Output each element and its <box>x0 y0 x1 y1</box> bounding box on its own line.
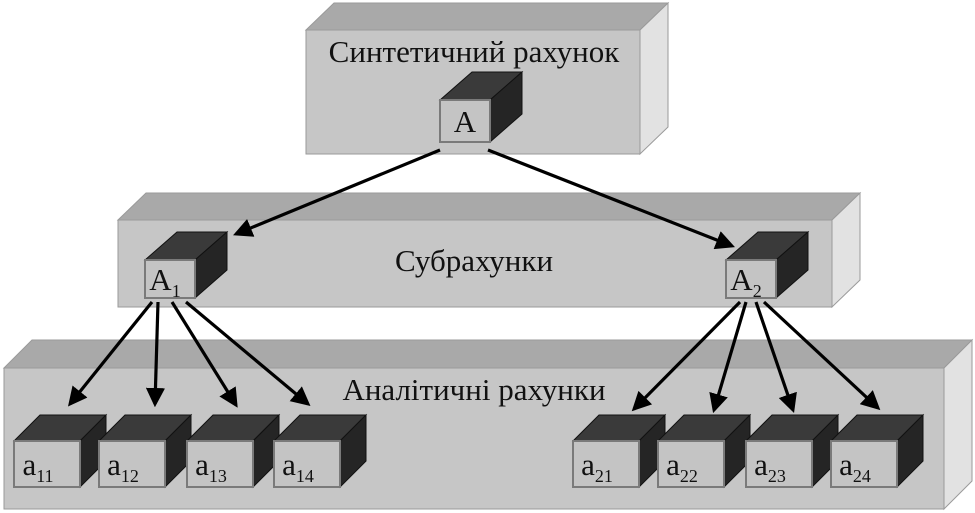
cube-front <box>439 99 491 143</box>
cube-label-subscript: 14 <box>296 466 314 486</box>
cube-label-main: a <box>754 447 768 482</box>
cube-label: a13 <box>195 447 227 486</box>
arrow-A-to-A2 <box>487 148 735 250</box>
cube-label-subscript: 11 <box>36 466 53 486</box>
cube-front <box>98 440 166 488</box>
cube-label-main: A <box>149 262 172 297</box>
cube-label-main: a <box>839 447 853 482</box>
subaccounts-label: Субрахунки <box>395 243 553 278</box>
account-cube-A: A <box>438 70 524 144</box>
cube-label: a14 <box>282 447 314 486</box>
cube-label-subscript: 12 <box>121 466 139 486</box>
cube-label-main: a <box>107 447 121 482</box>
cube-label: a24 <box>839 447 871 486</box>
arrow-A2-to-a22 <box>709 301 748 414</box>
cube-label: A1 <box>149 262 180 301</box>
cube-label: a11 <box>22 447 53 486</box>
arrow-A1-to-a14 <box>184 300 311 407</box>
arrow-A-to-A1 <box>233 148 441 237</box>
cube-label: a23 <box>754 447 786 486</box>
cube-front <box>725 259 777 299</box>
cube-label: a22 <box>666 447 698 486</box>
synthetic-account-label: Синтетичний рахунок <box>329 34 621 69</box>
arrows <box>67 148 881 414</box>
account-cube-A2: A2 <box>724 230 810 301</box>
cube-label: a12 <box>107 447 139 486</box>
cube-label-main: a <box>581 447 595 482</box>
arrow-A1-to-a11 <box>67 300 154 407</box>
account-cube-a12: a12 <box>97 413 193 489</box>
arrow-A2-to-a21 <box>631 300 742 412</box>
cube-label-main: A <box>454 104 477 139</box>
account-cube-a24: a24 <box>829 413 925 489</box>
arrow-A1-to-a12 <box>145 301 166 408</box>
cube-front <box>144 259 196 299</box>
cube-front <box>186 440 254 488</box>
cube-label-subscript: 21 <box>595 466 613 486</box>
account-cube-a14: a14 <box>272 413 368 489</box>
cube-label-main: a <box>666 447 680 482</box>
cube-label: A2 <box>730 262 761 301</box>
arrow-A1-to-a13 <box>170 301 238 408</box>
account-cube-A1: A1 <box>143 230 229 301</box>
cube-front <box>273 440 341 488</box>
cube-label-subscript: 1 <box>172 281 181 301</box>
cube-front <box>657 440 725 488</box>
cube-front <box>13 440 81 488</box>
cube-label-main: a <box>22 447 36 482</box>
account-cube-a13: a13 <box>185 413 281 489</box>
cube-label-main: a <box>195 447 209 482</box>
slab-sub <box>116 191 862 309</box>
analytic-accounts-label: Аналітичні рахунки <box>342 372 605 407</box>
cube-front <box>572 440 640 488</box>
cube-label-subscript: 23 <box>768 466 786 486</box>
account-cube-a22: a22 <box>656 413 752 489</box>
arrow-A2-to-a24 <box>762 300 881 411</box>
cube-label-subscript: 13 <box>209 466 227 486</box>
cube-label-main: A <box>730 262 753 297</box>
cube-label-subscript: 22 <box>680 466 698 486</box>
cube-label: a21 <box>581 447 613 486</box>
cube-front <box>830 440 898 488</box>
cube-label-subscript: 2 <box>753 281 762 301</box>
cube-label-main: a <box>282 447 296 482</box>
cube-label: A <box>454 104 477 139</box>
cube-front <box>745 440 813 488</box>
account-cube-a11: a11 <box>12 413 108 489</box>
arrow-A2-to-a23 <box>754 301 797 414</box>
cube-label-subscript: 24 <box>853 466 871 486</box>
